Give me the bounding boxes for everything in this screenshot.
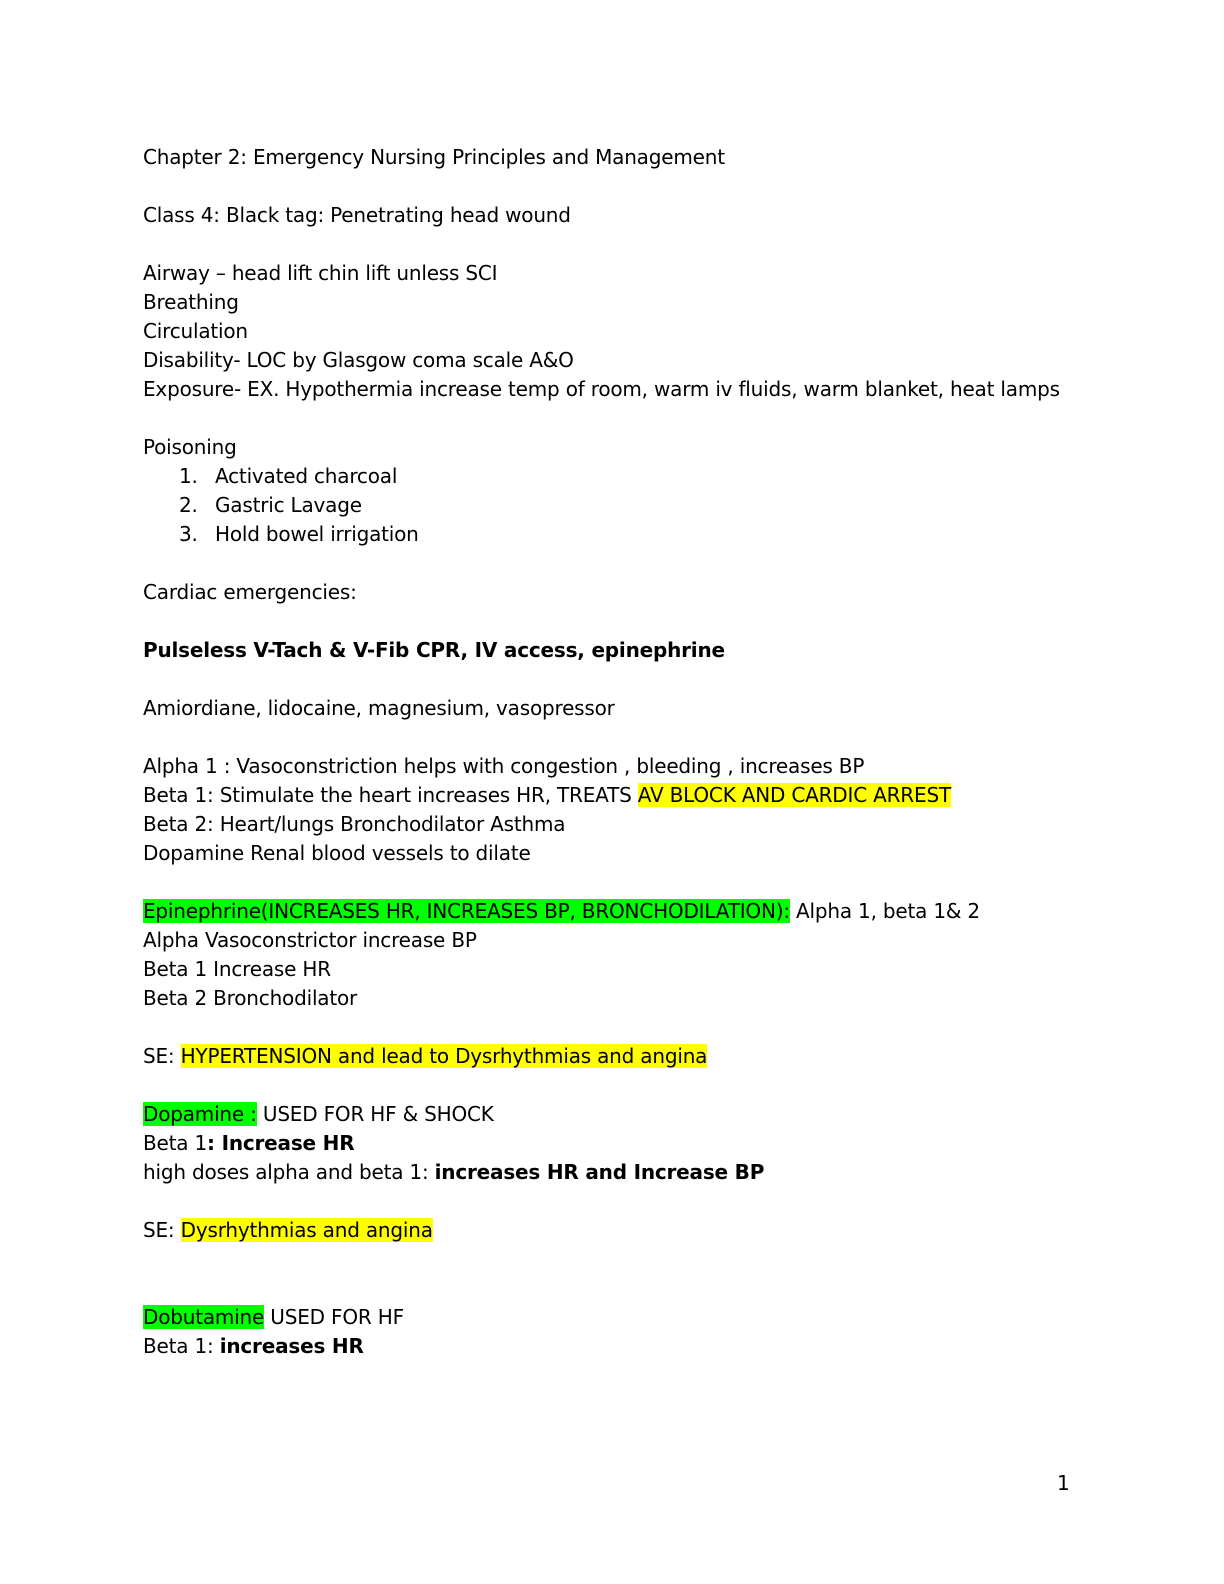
dopamine-heading: Dopamine : USED FOR HF & SHOCK	[143, 1100, 1103, 1129]
list-item: 2. Gastric Lavage	[143, 491, 1103, 520]
dobutamine-heading: Dobutamine USED FOR HF	[143, 1303, 1103, 1332]
abcde-list: Airway – head lift chin lift unless SCI …	[143, 259, 1103, 404]
drug-use: USED FOR HF	[264, 1305, 404, 1329]
abcde-airway: Airway – head lift chin lift unless SCI	[143, 261, 498, 285]
pulseless-treatment: CPR, IV access, epinephrine	[415, 638, 725, 662]
epinephrine-side-effects: SE: HYPERTENSION and lead to Dysrhythmia…	[143, 1042, 1103, 1071]
list-item: 1. Activated charcoal	[143, 462, 1103, 491]
poisoning-heading: Poisoning	[143, 435, 237, 459]
pulseless-label: Pulseless V-Tach & V-Fib	[143, 638, 416, 662]
receptor-effect: Renal blood vessels to dilate	[250, 841, 531, 865]
triage-class-line: Class 4: Black tag: Penetrating head wou…	[143, 203, 571, 227]
drug-receptors: Alpha 1, beta 1& 2	[789, 899, 980, 923]
list-number: 1.	[179, 464, 198, 488]
abcde-breathing: Breathing	[143, 290, 239, 314]
exposure-label: Exposure- EX. Hypothermia	[143, 377, 414, 401]
list-text: Hold bowel irrigation	[215, 522, 419, 546]
abcde-disability: Disability- LOC by Glasgow coma scale A&…	[143, 348, 574, 372]
dose-effect: increases HR and Increase BP	[434, 1160, 765, 1184]
dopamine-section: Dopamine : USED FOR HF & SHOCK Beta 1: I…	[143, 1100, 1103, 1245]
pulseless-line: Pulseless V-Tach & V-Fib CPR, IV access,…	[143, 636, 1103, 665]
list-number: 3.	[179, 522, 198, 546]
receptor-indication: Asthma	[490, 812, 566, 836]
dobutamine-section: Dobutamine USED FOR HF Beta 1: increases…	[143, 1303, 1103, 1361]
drug-name: Dobutamine	[143, 1305, 265, 1329]
list-item: 3. Hold bowel irrigation	[143, 520, 1103, 549]
receptor-alpha1: Alpha 1 : Vasoconstriction helps with co…	[143, 752, 1103, 781]
receptor-label: Dopamine	[143, 841, 251, 865]
cardiac-heading: Cardiac emergencies:	[143, 580, 357, 604]
receptor-effect: helps with congestion , bleeding , incre…	[403, 754, 865, 778]
chapter-title: Chapter 2: Emergency Nursing Principles …	[143, 145, 725, 169]
abcde-circulation: Circulation	[143, 319, 248, 343]
list-text: Gastric Lavage	[215, 493, 362, 517]
receptor-label: Beta 2: Heart/lungs	[143, 812, 334, 836]
dopamine-beta1: Beta 1: Increase HR	[143, 1129, 1103, 1158]
receptor-label: Beta 1	[143, 1131, 208, 1155]
highlighted-text: AV BLOCK AND CARDIC ARREST	[637, 783, 951, 807]
receptor-beta1: Beta 1: Stimulate the heart increases HR…	[143, 781, 1103, 810]
poisoning-section: Poisoning 1. Activated charcoal 2. Gastric…	[143, 433, 1103, 549]
se-label: SE:	[143, 1218, 181, 1242]
highlighted-text: HYPERTENSION and lead to Dysrhythmias an…	[180, 1044, 708, 1068]
receptor-effect: increases HR	[219, 1334, 364, 1358]
drug-use: USED FOR HF & SHOCK	[256, 1102, 494, 1126]
epinephrine-beta1: Beta 1 Increase HR	[143, 957, 331, 981]
page-number: 1	[1057, 1471, 1070, 1495]
abcde-exposure: Exposure- EX. Hypothermia increase temp …	[143, 375, 1103, 404]
drug-name: Epinephrine(INCREASES HR, INCREASES BP, …	[143, 899, 790, 923]
receptor-effect: increases HR, TREATS	[417, 783, 638, 807]
list-text: Activated charcoal	[215, 464, 398, 488]
epinephrine-beta2: Beta 2 Bronchodilator	[143, 986, 358, 1010]
receptor-list: Alpha 1 : Vasoconstriction helps with co…	[143, 752, 1103, 868]
receptor-label: Beta 1: Stimulate the heart	[143, 783, 418, 807]
receptor-effect: Bronchodilator	[333, 812, 491, 836]
exposure-interventions: increase temp of room, warm iv fluids, w…	[413, 377, 1060, 401]
antiarrhythmic-drugs-line: Amiordiane, lidocaine, magnesium, vasopr…	[143, 696, 615, 720]
receptor-beta2: Beta 2: Heart/lungs Bronchodilator Asthm…	[143, 810, 1103, 839]
epinephrine-heading: Epinephrine(INCREASES HR, INCREASES BP, …	[143, 897, 1103, 926]
receptor-label: Alpha 1 : Vasoconstriction	[143, 754, 404, 778]
dopamine-high-dose: high doses alpha and beta 1: increases H…	[143, 1158, 1103, 1187]
list-number: 2.	[179, 493, 198, 517]
highlighted-text: Dysrhythmias and angina	[180, 1218, 433, 1242]
receptor-effect: : Increase HR	[207, 1131, 355, 1155]
dopamine-side-effects: SE: Dysrhythmias and angina	[143, 1216, 1103, 1245]
receptor-label: Beta 1:	[143, 1334, 220, 1358]
drug-name: Dopamine :	[143, 1102, 257, 1126]
epinephrine-alpha: Alpha Vasoconstrictor increase BP	[143, 928, 477, 952]
epinephrine-section: Epinephrine(INCREASES HR, INCREASES BP, …	[143, 897, 1103, 1071]
se-label: SE:	[143, 1044, 181, 1068]
dose-label: high doses alpha and beta 1:	[143, 1160, 435, 1184]
receptor-dopamine: Dopamine Renal blood vessels to dilate	[143, 839, 1103, 868]
dobutamine-beta1: Beta 1: increases HR	[143, 1332, 1103, 1361]
document-body: Chapter 2: Emergency Nursing Principles …	[143, 143, 1103, 1361]
